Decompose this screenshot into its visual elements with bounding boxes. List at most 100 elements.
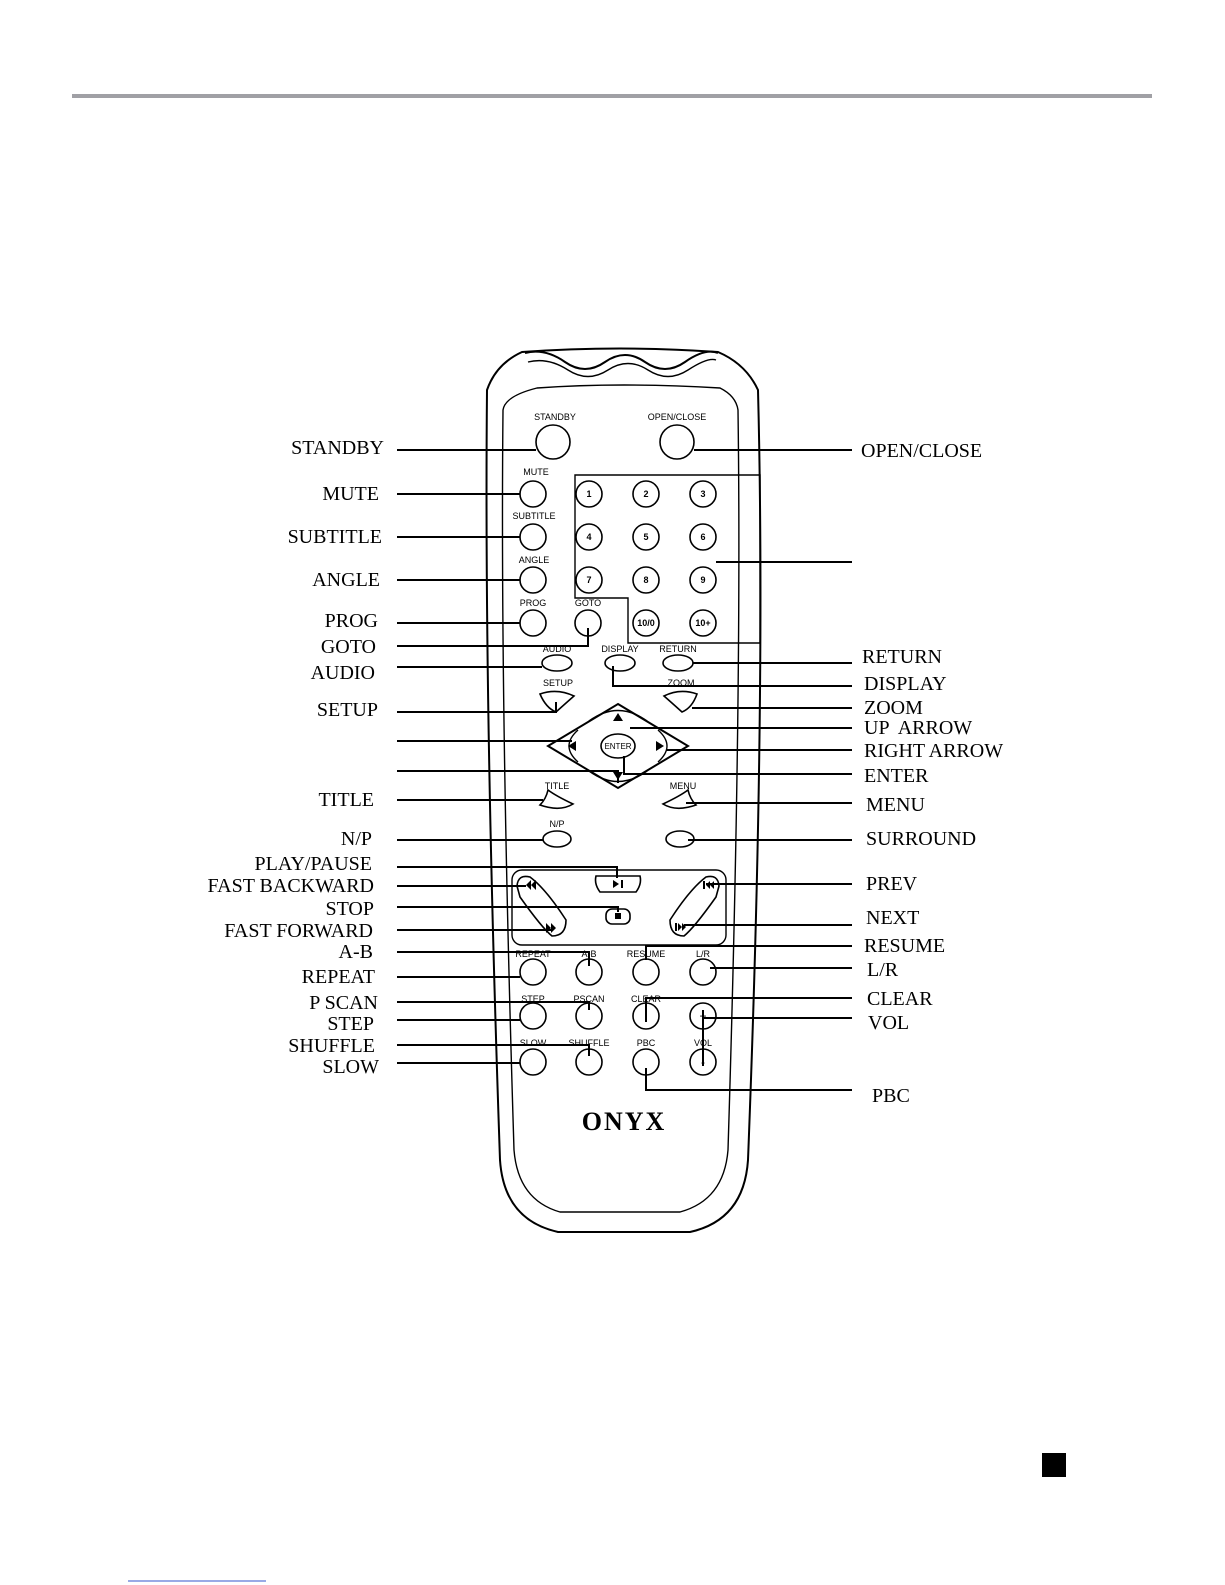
open-close-label: OPEN/CLOSE	[648, 412, 707, 422]
key-5[interactable]	[632, 523, 660, 551]
setup-label: SETUP	[543, 678, 573, 688]
step-button[interactable]	[519, 1002, 547, 1030]
enter-button[interactable]	[600, 733, 636, 759]
prog-button[interactable]	[519, 609, 547, 637]
callout-next: NEXT	[866, 907, 919, 929]
display-button[interactable]	[604, 654, 636, 672]
shuffle-label: SHUFFLE	[568, 1038, 609, 1048]
key-10-plus-label: 10+	[695, 618, 710, 628]
left-leader-lines	[397, 449, 619, 1064]
right-leader-lines	[612, 449, 852, 1091]
callout-prev: PREV	[866, 873, 918, 895]
brand-logo: ONYX	[582, 1107, 667, 1136]
zoom-button[interactable]	[662, 690, 699, 713]
key-7-label: 7	[586, 575, 591, 585]
leader-pscan	[397, 1001, 590, 1010]
callout-zoom: ZOOM	[864, 697, 923, 719]
callout-clear: CLEAR	[867, 988, 933, 1010]
callout-goto: GOTO	[321, 636, 376, 658]
left-callouts: STANDBY MUTE SUBTITLE ANGLE PROG GOTO AU…	[207, 437, 384, 1078]
angle-label: ANGLE	[519, 555, 550, 565]
callout-up-arrow: UP ARROW	[864, 717, 972, 739]
right-arrow-button[interactable]	[657, 729, 668, 763]
numeric-keypad: 1 2 3 4 5 6 7 8 9 10/0 10+	[575, 480, 717, 637]
callout-stop: STOP	[325, 898, 374, 920]
leader-shuffle	[397, 1044, 590, 1056]
callout-pscan: P SCAN	[309, 992, 378, 1014]
callout-fast-backward: FAST BACKWARD	[207, 875, 374, 897]
callout-slow: SLOW	[322, 1056, 379, 1078]
leader-pbc	[645, 1068, 852, 1091]
page-marker	[1042, 1453, 1066, 1477]
callout-title: TITLE	[318, 789, 374, 811]
key-9[interactable]	[689, 566, 717, 594]
callout-open-close: OPEN/CLOSE	[861, 440, 982, 462]
right-arrow-icon	[656, 741, 664, 751]
key-8[interactable]	[632, 566, 660, 594]
fast-backward-icon	[526, 880, 536, 890]
callout-pbc: PBC	[872, 1085, 910, 1107]
callout-shuffle: SHUFFLE	[288, 1035, 375, 1057]
zoom-label: ZOOM	[668, 678, 695, 688]
audio-button[interactable]	[541, 654, 573, 672]
prog-label: PROG	[520, 598, 547, 608]
key-10-0[interactable]	[632, 609, 660, 637]
up-arrow-button[interactable]	[588, 709, 648, 722]
callout-prog: PROG	[325, 610, 378, 632]
subtitle-button[interactable]	[519, 523, 547, 551]
enter-label: ENTER	[604, 742, 631, 751]
header-rule	[72, 94, 1152, 98]
key-1[interactable]	[575, 480, 603, 508]
callout-standby: STANDBY	[291, 437, 384, 459]
key-7[interactable]	[575, 566, 603, 594]
callout-vol: VOL	[868, 1012, 909, 1034]
callout-angle: ANGLE	[312, 569, 380, 591]
open-close-button[interactable]	[659, 424, 695, 460]
prev-next-button[interactable]	[669, 875, 720, 937]
callout-return: RETURN	[862, 646, 942, 668]
leader-play-pause	[397, 866, 618, 878]
key-10-plus[interactable]	[689, 609, 717, 637]
callout-np: N/P	[341, 828, 372, 850]
remote-body: ONYX	[485, 347, 762, 1233]
left-arrow-icon	[568, 741, 576, 751]
subtitle-label: SUBTITLE	[512, 511, 555, 521]
callout-mute: MUTE	[322, 483, 379, 505]
standby-button[interactable]	[535, 424, 571, 460]
key-2[interactable]	[632, 480, 660, 508]
mute-label: MUTE	[523, 467, 549, 477]
callout-setup: SETUP	[317, 699, 378, 721]
menu-button[interactable]	[661, 788, 698, 810]
callout-resume: RESUME	[864, 935, 945, 957]
leader-setup	[397, 702, 557, 713]
key-6[interactable]	[689, 523, 717, 551]
key-4[interactable]	[575, 523, 603, 551]
key-9-label: 9	[700, 575, 705, 585]
repeat-button[interactable]	[519, 958, 547, 986]
angle-button[interactable]	[519, 566, 547, 594]
setup-button[interactable]	[538, 690, 576, 713]
return-button[interactable]	[662, 654, 694, 672]
up-arrow-icon	[613, 713, 623, 721]
key-8-label: 8	[643, 575, 648, 585]
callout-menu: MENU	[866, 794, 925, 816]
leader-down-arrow	[397, 770, 619, 783]
key-1-label: 1	[586, 489, 591, 499]
callout-play-pause: PLAY/PAUSE	[255, 853, 372, 875]
pbc-label: PBC	[637, 1038, 656, 1048]
title-button[interactable]	[538, 788, 575, 810]
np-button[interactable]	[542, 830, 572, 848]
step-label: STEP	[521, 994, 545, 1004]
key-4-label: 4	[586, 532, 591, 542]
callout-audio: AUDIO	[311, 662, 375, 684]
key-3[interactable]	[689, 480, 717, 508]
leader-stop	[397, 906, 619, 912]
slow-button[interactable]	[519, 1048, 547, 1076]
resume-button[interactable]	[632, 958, 660, 986]
display-label: DISPLAY	[601, 644, 638, 654]
key-2-label: 2	[643, 489, 648, 499]
mute-button[interactable]	[519, 480, 547, 508]
lr-button[interactable]	[689, 958, 717, 986]
leader-resume	[645, 945, 852, 960]
repeat-label: REPEAT	[515, 949, 551, 959]
